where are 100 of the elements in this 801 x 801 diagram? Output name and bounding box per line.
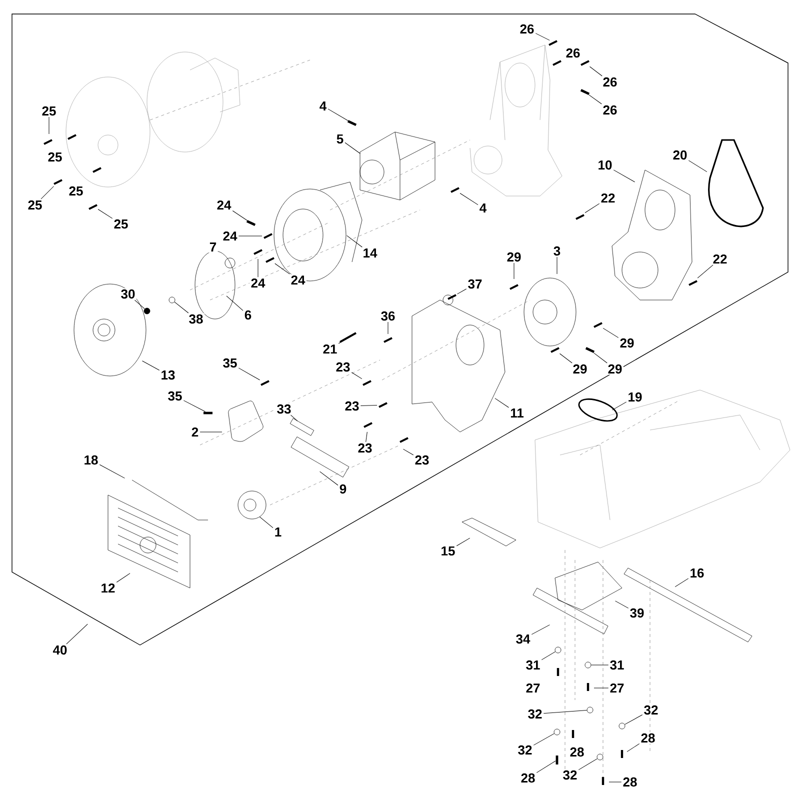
washer: [554, 646, 562, 654]
callout-number: 15: [440, 545, 456, 557]
callout-number: 32: [526, 708, 544, 720]
leader-line: [584, 203, 600, 213]
callout-number: 21: [322, 343, 338, 355]
leader-line: [613, 170, 636, 182]
callout-number: 29: [506, 251, 522, 263]
leader-line: [142, 360, 160, 371]
screw: [585, 347, 595, 353]
callout-number: 6: [243, 309, 253, 321]
leader-line: [274, 263, 290, 274]
callout-number: 24: [290, 274, 306, 286]
callout-number: 7: [208, 241, 218, 253]
clip: [347, 120, 357, 126]
leader-line: [98, 209, 113, 219]
leader-line: [494, 398, 509, 408]
callout-number: 29: [618, 337, 636, 349]
leader-line: [541, 651, 556, 660]
callout-number: 31: [608, 659, 626, 671]
callout-number: 24: [250, 277, 266, 289]
callout-number: 18: [82, 454, 100, 466]
callout-number: 32: [562, 769, 578, 781]
washer: [554, 728, 560, 736]
leader-line: [456, 538, 470, 546]
callout-number: 37: [466, 278, 484, 290]
leader-line: [320, 471, 338, 486]
callout-number: 19: [626, 391, 644, 403]
callout-number: 29: [606, 363, 624, 375]
callout-number: 9: [338, 483, 348, 495]
callout-number: 25: [46, 151, 64, 163]
callout-number: 29: [572, 363, 588, 375]
callout-number: 20: [672, 149, 688, 161]
leader-line: [456, 288, 467, 294]
leader-line: [531, 624, 550, 635]
callout-number: 35: [222, 357, 238, 369]
leader-line: [697, 264, 714, 278]
leader-line: [556, 256, 558, 274]
leader-line: [612, 402, 627, 410]
callout-number: 25: [112, 218, 130, 230]
leader-line: [602, 328, 619, 338]
leader-line: [460, 193, 478, 206]
callout-number: 28: [568, 746, 586, 758]
callout-number: 31: [524, 659, 542, 671]
callout-number: 13: [160, 369, 176, 381]
callout-number: 40: [52, 644, 68, 656]
callout-number: 32: [516, 744, 534, 756]
leader-line: [588, 94, 602, 104]
callout-number: 35: [166, 390, 184, 402]
callout-number: 32: [642, 704, 660, 716]
leader-line: [338, 336, 350, 344]
leader-line: [351, 372, 362, 380]
callout-number: 24: [222, 230, 238, 242]
callout-number: 12: [100, 582, 116, 594]
leader-line: [535, 33, 550, 41]
callout-number: 25: [68, 185, 84, 197]
callout-number: 2: [190, 426, 200, 438]
leader-line: [174, 302, 189, 314]
leader-line: [533, 733, 554, 746]
callout-number: 22: [712, 253, 728, 265]
callout-number: 28: [640, 732, 656, 744]
callout-number: 24: [216, 199, 232, 211]
callout-number: 27: [608, 682, 626, 694]
callout-number: 39: [628, 607, 646, 619]
leader-line: [290, 414, 298, 422]
callout-number: 23: [344, 400, 360, 412]
callout-number: 33: [276, 403, 292, 415]
callout-number: 4: [318, 100, 328, 112]
leader-line: [259, 516, 274, 528]
leader-line: [624, 714, 643, 725]
callout-number: 10: [596, 159, 614, 171]
screw: [580, 89, 590, 95]
leader-line: [594, 352, 608, 364]
leader-line: [578, 758, 598, 770]
nut: [204, 412, 212, 414]
washer: [618, 722, 626, 730]
callout-number: 16: [688, 567, 706, 579]
callout-number: 22: [600, 192, 616, 204]
leader-line: [344, 142, 360, 154]
leader-line: [66, 624, 88, 644]
callout-number: 1: [273, 526, 283, 538]
callout-number: 36: [380, 310, 396, 322]
callout-number: 25: [40, 105, 58, 117]
callout-number: 23: [334, 361, 352, 373]
leader-line: [536, 760, 556, 773]
callout-number: 38: [188, 313, 204, 325]
callout-number: 14: [362, 247, 378, 259]
leader-line: [402, 448, 414, 456]
leader-line: [626, 743, 640, 752]
leader-line: [232, 210, 248, 221]
leader-line: [238, 368, 260, 380]
leader-line: [590, 66, 602, 76]
leader-line: [116, 573, 130, 582]
leader-line: [366, 432, 368, 442]
leader-line: [134, 300, 145, 310]
leader-line: [543, 710, 588, 714]
callout-number: 26: [602, 76, 618, 88]
leader-line: [346, 235, 362, 248]
leader-line: [183, 400, 206, 412]
screw: [556, 756, 558, 764]
leader-line: [40, 186, 54, 200]
